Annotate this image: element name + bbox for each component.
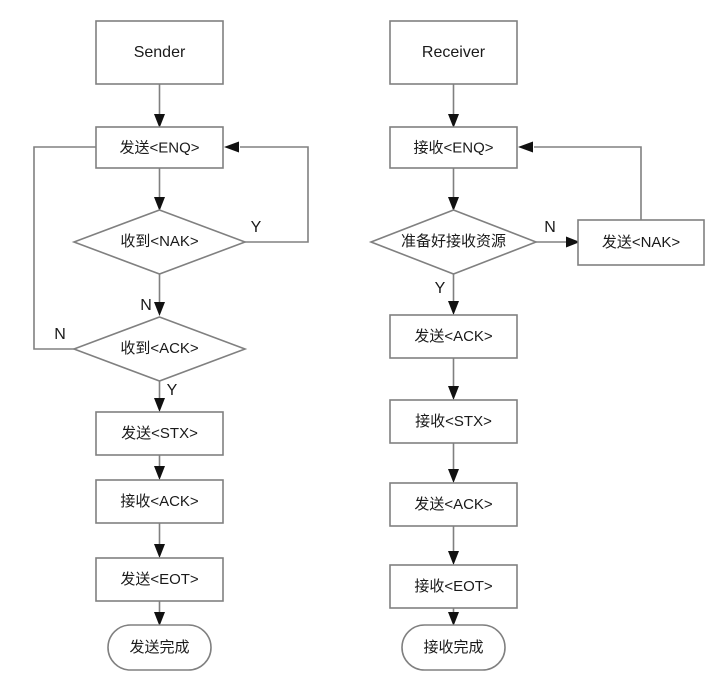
edge-receiver-start-to-recv-enq xyxy=(448,84,459,128)
edge-label-receiver-ready-yes: Y xyxy=(435,280,446,297)
node-receiver-recv-enq-label: 接收<ENQ> xyxy=(413,139,493,156)
node-sender-end-label: 发送完成 xyxy=(129,639,189,656)
arrow-head-icon xyxy=(224,141,239,153)
node-shape-rect xyxy=(389,564,518,609)
arrow-head-icon xyxy=(448,301,459,315)
arrow-head-icon xyxy=(154,398,165,412)
edge-send-enq-to-recv-nak xyxy=(154,168,165,211)
edge-receiver-recv-stx-to-send-ack2 xyxy=(448,443,459,483)
edge-receiver-nak-loop xyxy=(518,141,642,220)
node-sender-send-stx-label: 发送<STX> xyxy=(121,425,198,442)
edge-send-eot-to-sender-end xyxy=(154,601,165,626)
edge-receiver-send-ack-to-recv-stx xyxy=(448,358,459,400)
arrow-head-icon xyxy=(448,386,459,400)
node-receiver-send-nak[interactable]: 发送<NAK> xyxy=(577,219,705,266)
edge-label-sender-nak-no: N xyxy=(140,297,152,314)
edge-label-sender-ack-yes: Y xyxy=(167,382,178,399)
node-sender-recv-ack[interactable]: 收到<ACK> xyxy=(71,316,248,382)
node-shape-rect xyxy=(95,479,224,524)
node-receiver-send-ack2[interactable]: 发送<ACK> xyxy=(389,482,518,527)
node-shape-terminator xyxy=(107,624,212,671)
arrow-head-icon xyxy=(154,612,165,626)
arrow-head-icon xyxy=(154,544,165,558)
arrow-head-icon xyxy=(566,236,580,248)
node-shape-rect xyxy=(95,557,224,602)
edge-sender-ack-yes: Y xyxy=(154,381,178,412)
node-sender-send-enq-label: 发送<ENQ> xyxy=(119,139,199,156)
node-shape-rect xyxy=(95,126,224,169)
node-receiver-send-ack-label: 发送<ACK> xyxy=(414,328,493,345)
node-receiver-end-label: 接收完成 xyxy=(423,639,483,656)
arrow-head-icon xyxy=(154,197,165,211)
arrow-head-icon xyxy=(448,551,459,565)
node-sender-recv-ack-box[interactable]: 接收<ACK> xyxy=(95,479,224,524)
node-receiver-recv-stx[interactable]: 接收<STX> xyxy=(389,399,518,444)
node-receiver-send-nak-label: 发送<NAK> xyxy=(602,234,681,251)
node-sender-start[interactable]: Sender xyxy=(95,20,224,85)
edge-receiver-send-ack2-to-recv-eot xyxy=(448,526,459,565)
node-receiver-ready-label: 准备好接收资源 xyxy=(401,233,506,250)
node-receiver-start[interactable]: Receiver xyxy=(389,20,518,85)
node-sender-send-stx[interactable]: 发送<STX> xyxy=(95,411,224,456)
edge-recv-eot-to-receiver-end xyxy=(448,608,459,626)
node-sender-send-enq[interactable]: 发送<ENQ> xyxy=(95,126,224,169)
node-receiver-send-ack2-label: 发送<ACK> xyxy=(414,496,493,513)
arrow-head-icon xyxy=(448,469,459,483)
node-sender-send-eot[interactable]: 发送<EOT> xyxy=(95,557,224,602)
arrow-head-icon xyxy=(518,141,533,153)
arrow-head-icon xyxy=(448,612,459,626)
edge-sender-ack-no-loop: N xyxy=(33,146,96,350)
node-sender-recv-ack-label: 收到<ACK> xyxy=(120,340,199,357)
edge-recv-ack-to-send-eot xyxy=(154,523,165,558)
node-receiver-end[interactable]: 接收完成 xyxy=(401,624,506,671)
node-sender-end[interactable]: 发送完成 xyxy=(107,624,212,671)
edge-label-receiver-ready-no: N xyxy=(544,219,556,236)
node-sender-start-label: Sender xyxy=(134,44,186,61)
arrow-head-icon xyxy=(448,197,459,211)
node-receiver-recv-eot-label: 接收<EOT> xyxy=(414,578,493,595)
node-shape-rect xyxy=(389,20,518,85)
node-receiver-send-ack[interactable]: 发送<ACK> xyxy=(389,314,518,359)
edge-sender-start-to-send-enq xyxy=(154,84,165,128)
edge-sender-nak-no: N xyxy=(140,274,165,316)
edge-send-stx-to-recv-ack xyxy=(154,455,165,480)
node-receiver-start-label: Receiver xyxy=(422,44,486,61)
edge-label-sender-ack-no: N xyxy=(54,326,66,343)
node-sender-recv-nak-label: 收到<NAK> xyxy=(120,233,199,250)
node-receiver-recv-stx-label: 接收<STX> xyxy=(415,413,492,430)
node-receiver-ready[interactable]: 准备好接收资源 xyxy=(368,209,539,275)
node-shape-rect xyxy=(389,399,518,444)
edge-label-sender-nak-yes: Y xyxy=(251,219,262,236)
node-shape-rect xyxy=(95,20,224,85)
node-shape-rect xyxy=(95,411,224,456)
edge-sender-nak-yes-loop: Y xyxy=(224,141,309,243)
arrow-head-icon xyxy=(448,114,459,128)
node-receiver-recv-eot[interactable]: 接收<EOT> xyxy=(389,564,518,609)
node-receiver-recv-enq[interactable]: 接收<ENQ> xyxy=(389,126,518,169)
edge-recv-enq-to-ready xyxy=(448,168,459,211)
arrow-head-icon xyxy=(154,466,165,480)
node-shape-terminator xyxy=(401,624,506,671)
arrow-head-icon xyxy=(154,302,165,316)
node-shape-rect xyxy=(389,314,518,359)
arrow-head-icon xyxy=(154,114,165,128)
edge-receiver-ready-no: N xyxy=(536,219,580,248)
node-sender-send-eot-label: 发送<EOT> xyxy=(120,571,199,588)
edge-receiver-ready-yes: Y xyxy=(435,274,459,315)
node-sender-recv-nak[interactable]: 收到<NAK> xyxy=(71,209,248,275)
node-sender-recv-ack-box-label: 接收<ACK> xyxy=(120,493,199,510)
